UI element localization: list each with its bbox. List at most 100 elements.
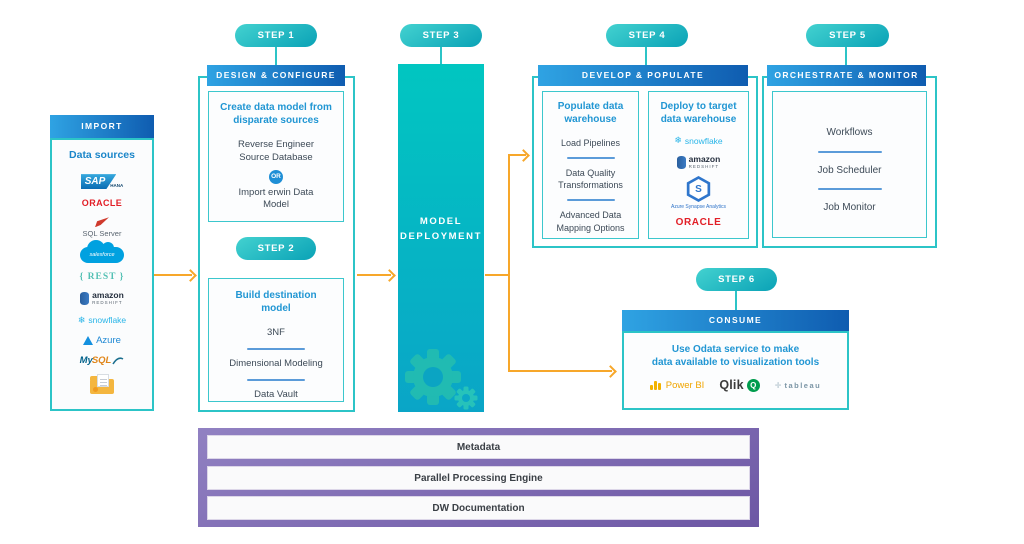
tableau-plus-icon: ✛ bbox=[774, 380, 782, 390]
oracle-target-logo: ORACLE bbox=[675, 217, 722, 228]
step3-pill: STEP 3 bbox=[400, 24, 482, 47]
document-icon bbox=[97, 373, 109, 387]
consume-header: CONSUME bbox=[622, 310, 849, 331]
connector-step4 bbox=[645, 46, 647, 66]
platform-bar: Metadata Parallel Processing Engine DW D… bbox=[198, 428, 759, 527]
import-header: IMPORT bbox=[50, 115, 154, 138]
create-data-model-title: Create data model from disparate sources bbox=[220, 102, 332, 126]
sap-hana-label: HANA bbox=[110, 183, 124, 189]
orchestrate-item: Job Monitor bbox=[823, 202, 876, 213]
snowflake-target-logo: ❄ snowflake bbox=[649, 135, 748, 146]
develop-item: Advanced Data Mapping Options bbox=[556, 210, 625, 233]
mysql-my-label: My bbox=[79, 354, 93, 366]
flow-arrowhead-icon bbox=[604, 365, 617, 378]
consume-box: Use Odata service to make data available… bbox=[622, 331, 849, 410]
flow-arrowhead-icon bbox=[383, 269, 396, 282]
amazon-label: amazon bbox=[92, 290, 124, 301]
connector-step3 bbox=[440, 46, 442, 65]
azure-label: Azure bbox=[96, 334, 121, 346]
build-destination-model-box: Build destination model 3NF Dimensional … bbox=[208, 278, 344, 402]
step2-pill: STEP 2 bbox=[236, 237, 316, 260]
import-erwin-label: Import erwin Data Model bbox=[238, 186, 314, 211]
divider bbox=[247, 378, 305, 381]
salesforce-label: salesforce bbox=[89, 252, 115, 259]
amazon-label: amazon bbox=[688, 154, 721, 164]
azure-triangle-icon bbox=[83, 335, 94, 345]
azure-logo: Azure bbox=[83, 335, 121, 346]
salesforce-cloud-icon: salesforce bbox=[80, 240, 124, 264]
qlik-label: Qlik bbox=[719, 378, 744, 392]
powerbi-logo: Power BI bbox=[649, 380, 704, 391]
orchestrate-header: ORCHESTRATE & MONITOR bbox=[767, 65, 926, 86]
deploy-target-box: Deploy to target data warehouse ❄ snowfl… bbox=[648, 91, 749, 239]
step6-pill: STEP 6 bbox=[696, 268, 777, 291]
sqlserver-label: SQL Server bbox=[82, 229, 122, 239]
mysql-dolphin-icon bbox=[112, 357, 124, 365]
folder-icon bbox=[90, 373, 114, 394]
flow-line-vertical-branch bbox=[508, 154, 510, 372]
redshift-label: REDSHIFT bbox=[688, 163, 720, 169]
oracle-logo: ORACLE bbox=[81, 198, 123, 209]
populate-warehouse-box: Populate data warehouse Load Pipelines D… bbox=[542, 91, 639, 239]
powerbi-bars-icon bbox=[649, 380, 661, 390]
sap-logo: SAP HANA bbox=[80, 174, 124, 190]
flow-line-import-to-design bbox=[154, 274, 192, 276]
divider bbox=[817, 188, 882, 190]
consume-logos-row: Power BI Qlik Q ✛ tableau bbox=[624, 378, 847, 392]
rest-logo: { REST } bbox=[79, 272, 125, 283]
data-sources-title: Data sources bbox=[69, 149, 135, 161]
orchestrate-item: Workflows bbox=[826, 127, 873, 138]
divider bbox=[566, 199, 615, 202]
qlik-logo: Qlik Q bbox=[719, 378, 760, 392]
design-configure-header: DESIGN & CONFIGURE bbox=[207, 65, 345, 86]
data-sources-panel: Data sources SAP HANA ORACLE SQL Server … bbox=[50, 138, 154, 411]
synapse-s-label: S bbox=[689, 179, 708, 199]
consume-title-line1: Use Odata service to make bbox=[671, 344, 800, 355]
build-destination-title: Build destination model bbox=[235, 290, 317, 314]
database-icon bbox=[80, 291, 90, 305]
model-deployment-box: MODEL DEPLOYMENT bbox=[398, 64, 484, 412]
redshift-target-logo: amazon REDSHIFT bbox=[649, 155, 748, 169]
database-icon bbox=[676, 155, 686, 169]
sqlserver-logo: SQL Server bbox=[82, 217, 122, 239]
create-data-model-box: Create data model from disparate sources… bbox=[208, 91, 344, 222]
flow-arrowhead-icon bbox=[517, 149, 530, 162]
design-item: Dimensional Modeling bbox=[229, 357, 323, 369]
mysql-sql-label: SQL bbox=[91, 354, 112, 366]
salesforce-logo: salesforce bbox=[80, 240, 124, 264]
snowflake-label: snowflake bbox=[684, 135, 723, 146]
platform-row-parallel-engine: Parallel Processing Engine bbox=[207, 465, 750, 490]
redshift-logo: amazon REDSHIFT bbox=[80, 291, 124, 305]
develop-populate-header: DEVELOP & POPULATE bbox=[538, 65, 748, 86]
azure-synapse-icon: S bbox=[686, 176, 711, 202]
sap-wordmark: SAP bbox=[80, 174, 117, 190]
flow-line-design-to-deployment bbox=[357, 274, 391, 276]
snowflake-label: snowflake bbox=[88, 315, 127, 326]
snowflake-icon: ❄ bbox=[674, 135, 682, 145]
data-sources-list: SAP HANA ORACLE SQL Server salesforce { … bbox=[52, 161, 152, 409]
divider bbox=[566, 157, 615, 160]
divider bbox=[817, 150, 882, 153]
platform-row-metadata: Metadata bbox=[207, 435, 750, 459]
consume-title-line2: data available to visualization tools bbox=[651, 357, 820, 368]
azure-synapse-label: Azure Synapse Analytics bbox=[670, 204, 727, 210]
tableau-logo: ✛ tableau bbox=[775, 381, 821, 390]
flow-line-to-develop bbox=[508, 154, 526, 156]
gear-large-icon bbox=[405, 349, 461, 405]
model-deployment-label: MODEL DEPLOYMENT bbox=[400, 216, 482, 243]
tableau-label: tableau bbox=[784, 380, 822, 390]
connector-step6 bbox=[735, 290, 737, 311]
sqlserver-icon bbox=[95, 217, 109, 228]
develop-item: Data Quality Transformations bbox=[558, 168, 623, 191]
flow-arrowhead-icon bbox=[184, 269, 197, 282]
connector-step5 bbox=[845, 46, 847, 66]
snowflake-icon: ❄ bbox=[77, 314, 86, 325]
divider bbox=[247, 347, 305, 350]
qlik-q-icon: Q bbox=[746, 378, 760, 392]
design-item: 3NF bbox=[267, 327, 285, 338]
flat-files-logo bbox=[90, 373, 114, 394]
deploy-target-title: Deploy to target data warehouse bbox=[660, 101, 737, 125]
mysql-logo: My SQL bbox=[80, 355, 125, 366]
develop-item: Load Pipelines bbox=[560, 138, 621, 148]
